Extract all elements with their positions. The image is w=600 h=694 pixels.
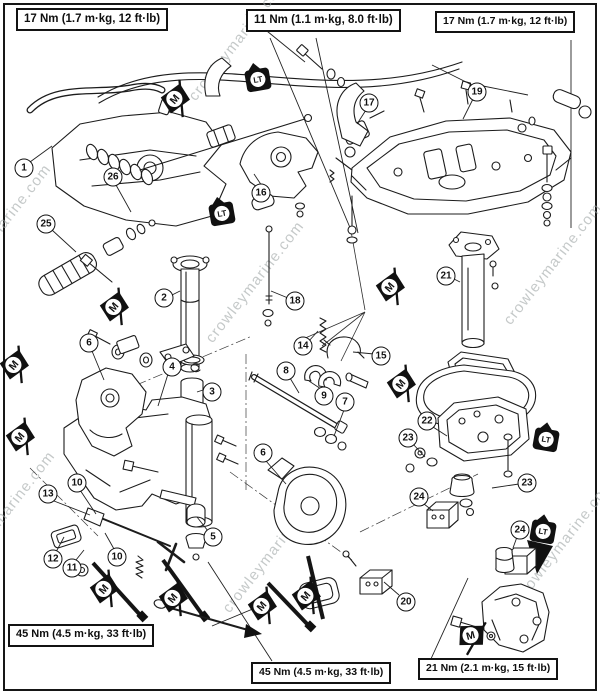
part-callout: 10 [107, 547, 127, 567]
torque-spec-box: 45 Nm (4.5 m·kg, 33 ft·lb) [251, 662, 392, 685]
right-clamp-bracket [267, 457, 347, 545]
grease-flag-icon: M [369, 260, 426, 317]
part-callout: 6 [79, 333, 99, 353]
part-callout: 20 [396, 592, 416, 612]
torque-leader-lines [207, 13, 572, 662]
part-callout: 24 [510, 520, 530, 540]
part-callout: 16 [251, 183, 271, 203]
torque-spec-box: 17 Nm (1.7 m·kg, 12 ft·lb) [435, 11, 576, 34]
torque-spec-box: 17 Nm (1.7 m·kg, 12 ft·lb) [16, 8, 169, 32]
lower-mount-tray [405, 396, 537, 575]
part-callout: 25 [36, 214, 56, 234]
part-callout: 6 [253, 443, 273, 463]
part-callout: 18 [285, 291, 305, 311]
part-callout: 15 [371, 346, 391, 366]
part-callout: 2 [154, 288, 174, 308]
part-callout: 17 [359, 93, 379, 113]
grease-flag-icon: M [380, 357, 437, 414]
svg-text:M: M [465, 630, 476, 643]
svg-text:LT: LT [541, 434, 552, 444]
part-callout: 11 [62, 558, 82, 578]
part-callout: 12 [43, 549, 63, 569]
loctite-icon: LT [202, 192, 242, 236]
part-callout: 14 [293, 336, 313, 356]
tilt-rod [248, 371, 348, 451]
svg-text:LT: LT [217, 208, 228, 218]
torque-spec-box: 21 Nm (2.1 m·kg, 15 ft·lb) [418, 658, 559, 681]
part-callout: 10 [67, 473, 87, 493]
part-callout: 21 [436, 266, 456, 286]
grease-flag-icon: M [93, 280, 150, 337]
part-callout: 22 [417, 411, 437, 431]
steering-shaft [170, 255, 210, 373]
tiller-handle-assembly [26, 57, 463, 227]
grease-flag-icon: M [0, 338, 51, 395]
grease-flag-icon: M [154, 72, 211, 129]
grease-flag-icon: M [152, 571, 209, 628]
part-callout: 23 [517, 473, 537, 493]
part-callout: 3 [202, 382, 222, 402]
loctite-icon: LT [523, 510, 563, 554]
svg-text:LT: LT [253, 74, 264, 84]
part-callout: 7 [335, 392, 355, 412]
part-callout: 1 [14, 158, 34, 178]
part-callout: 9 [314, 386, 334, 406]
part-callout: 24 [409, 487, 429, 507]
left-clamp-bracket [75, 329, 197, 507]
diagram-border [3, 3, 597, 691]
part-callout: 4 [162, 357, 182, 377]
grease-flag-icon: M [285, 569, 342, 626]
part-callout: 23 [398, 428, 418, 448]
part-callout: 26 [103, 167, 123, 187]
torque-spec-box: 11 Nm (1.1 m·kg, 8.0 ft·lb) [246, 9, 401, 33]
part-callout: 19 [467, 82, 487, 102]
part-callout: 13 [38, 484, 58, 504]
grease-flag-icon: M [0, 410, 57, 467]
torque-spec-box: 45 Nm (4.5 m·kg, 33 ft·lb) [8, 624, 155, 647]
part-callout: 5 [203, 527, 223, 547]
grease-flag-icon: M [453, 615, 501, 666]
bottom-bolt-rods [75, 555, 325, 638]
grease-flag-icon: M [83, 562, 140, 619]
loctite-icon: LT [238, 58, 278, 102]
shift-rod-and-springs [262, 225, 369, 389]
grease-flag-icon: M [241, 579, 298, 636]
stern-bracket-lower-right [450, 546, 550, 653]
svg-text:LT: LT [538, 526, 549, 536]
bottom-cowling-tray [350, 80, 592, 227]
throttle-grip [38, 219, 156, 296]
part-callout: 8 [276, 361, 296, 381]
callout-leader-lines [29, 64, 529, 596]
loctite-icon: LT [526, 418, 566, 462]
